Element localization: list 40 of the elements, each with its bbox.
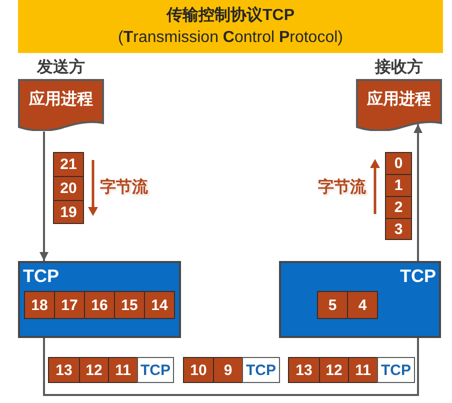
process-label: 应用进程: [29, 92, 93, 108]
layer-label: TCP: [23, 267, 59, 285]
byte-box: 11: [348, 357, 378, 383]
process-label: 应用进程: [367, 92, 431, 108]
byte-box: 4: [347, 291, 378, 319]
layer-box: [279, 261, 441, 338]
heading: 接收方: [375, 60, 423, 76]
byte-box: 18: [24, 291, 55, 319]
byte-box: 12: [79, 357, 109, 383]
header-box: TCP: [377, 357, 415, 383]
byte-box: 21: [53, 152, 84, 177]
arrow: [414, 124, 422, 261]
arrow: [40, 132, 48, 261]
byte-box: 12: [319, 357, 349, 383]
byte-box: 20: [53, 176, 84, 201]
header-box: TCP: [242, 357, 280, 383]
header-box: TCP: [137, 357, 174, 383]
byte-box: 16: [84, 291, 115, 319]
stream-label: 字节流: [318, 180, 366, 196]
byte-box: 13: [48, 357, 80, 383]
byte-box: 5: [317, 291, 348, 319]
byte-box: 9: [213, 357, 243, 383]
heading: 发送方: [37, 60, 85, 76]
byte-box: 2: [385, 196, 412, 219]
stream-label: 字节流: [100, 180, 148, 196]
byte-box: 17: [54, 291, 85, 319]
byte-box: 11: [108, 357, 138, 383]
byte-box: 15: [114, 291, 145, 319]
subtitle: (Transmission Control Protocol): [118, 30, 343, 46]
byte-box: 19: [53, 200, 84, 224]
byte-box: 1: [385, 174, 412, 197]
byte-box: 0: [385, 152, 412, 175]
byte-box: 3: [385, 218, 412, 240]
layer-label: TCP: [400, 267, 436, 285]
byte-box: 10: [183, 357, 214, 383]
byte-box: 14: [144, 291, 175, 319]
byte-box: 13: [288, 357, 320, 383]
layer-box: [18, 261, 181, 338]
title: 传输控制协议TCP: [166, 8, 294, 24]
connector: [43, 338, 419, 396]
